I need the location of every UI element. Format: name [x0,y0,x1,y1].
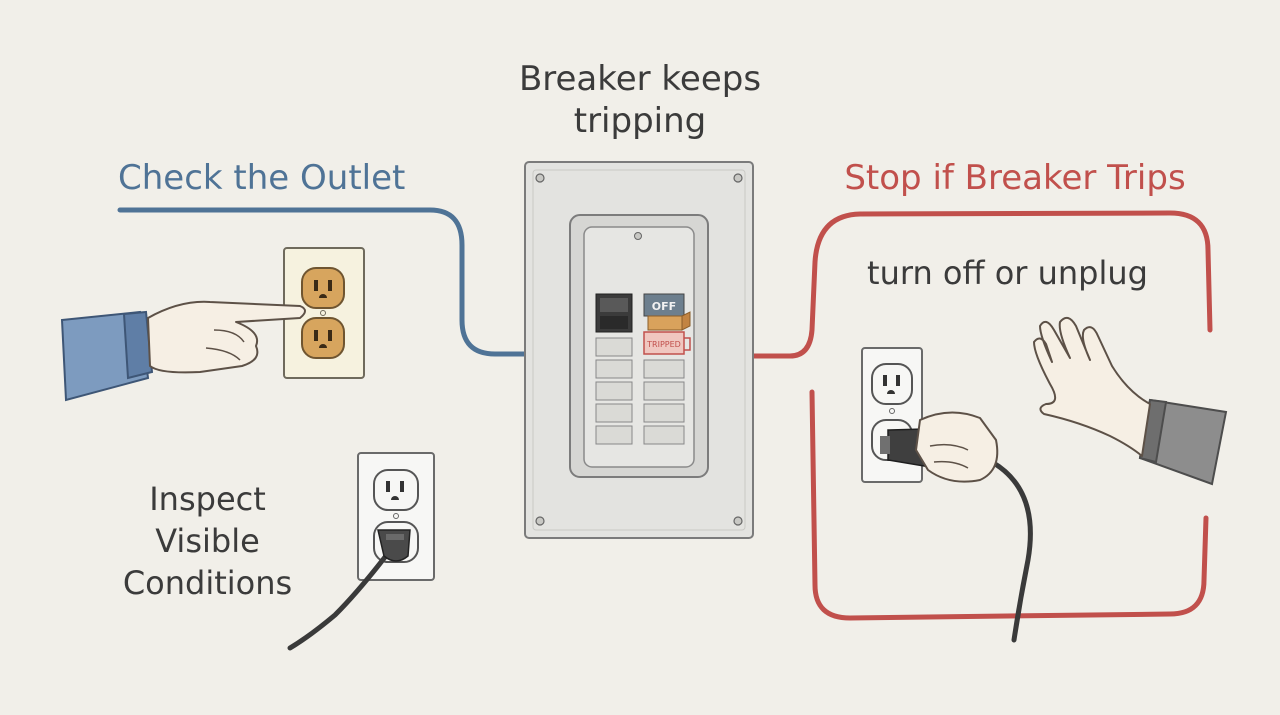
inspect-caption-line1: Inspect [149,480,266,518]
breaker-off-label: OFF [652,300,676,313]
screw-icon [535,516,545,526]
plug-cord-icon [287,529,411,651]
screw-icon [733,173,743,183]
pointing-hand-icon [60,300,306,402]
tripped-breaker: OFF TRIPPED [643,293,691,355]
right-connector-line [749,210,1213,359]
screw-icon [733,516,743,526]
inspect-caption-line3: Conditions [122,564,293,602]
left-connector-line [117,207,531,357]
inspect-caption-line2: Visible [155,522,260,560]
screw-icon [634,232,642,240]
unplug-caption: turn off or unplug [867,254,1148,292]
inspect-caption: Inspect Visible Conditions [100,478,315,604]
breaker-panel: OFF TRIPPED [524,161,754,539]
check-outlet-title: Check the Outlet [118,158,406,198]
breaker-tripped-label: TRIPPED [646,340,681,349]
center-title: Breaker keeps tripping [470,58,810,142]
outlet-icon [283,247,365,379]
stop-hand-icon [1033,316,1228,486]
screw-icon [535,173,545,183]
unplugging-hand-icon [880,411,1033,643]
center-title-line1: Breaker keeps [518,59,762,99]
center-title-line2: tripping [573,101,707,141]
stop-breaker-title: Stop if Breaker Trips [844,158,1186,198]
right-enclosure-lower [809,389,1209,621]
